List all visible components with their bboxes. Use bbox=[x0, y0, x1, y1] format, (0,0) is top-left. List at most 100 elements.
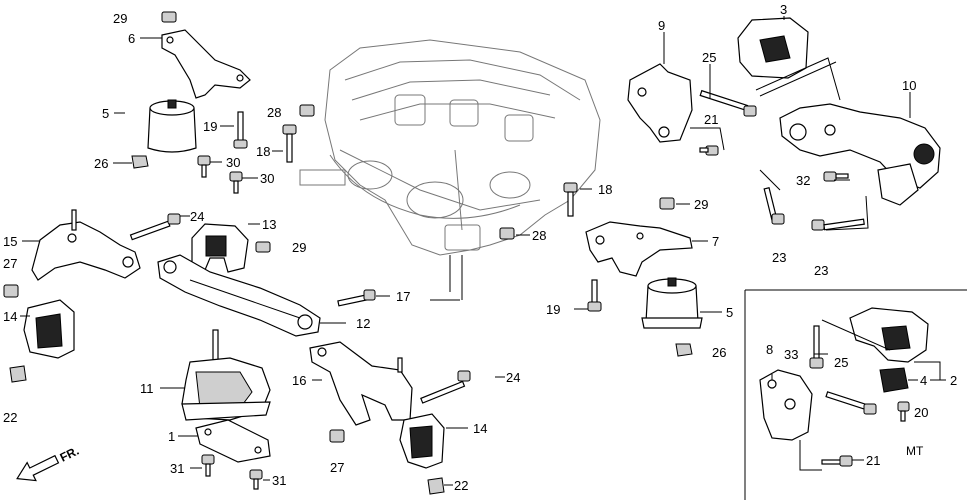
mt-label: MT bbox=[906, 444, 924, 458]
callout-18-left: 18 bbox=[256, 144, 270, 159]
mount-2 bbox=[849, 307, 929, 363]
bolt-30-a bbox=[197, 155, 211, 178]
mount-3 bbox=[737, 17, 809, 79]
callout-25-right: 25 bbox=[702, 50, 716, 65]
callout-25-mt: 25 bbox=[834, 355, 848, 370]
bolt-23-a bbox=[763, 187, 785, 225]
mount-bracket-16 bbox=[309, 341, 413, 426]
nut-28-right bbox=[499, 227, 515, 240]
callout-5-left: 5 bbox=[102, 106, 109, 121]
mount-13 bbox=[191, 223, 249, 273]
nut-26-left bbox=[131, 155, 149, 169]
callout-8: 8 bbox=[766, 342, 773, 357]
callout-6: 6 bbox=[128, 31, 135, 46]
callout-31-b: 31 bbox=[272, 473, 286, 488]
callout-30-b: 30 bbox=[260, 171, 274, 186]
nut-22-center bbox=[427, 477, 445, 495]
callout-5-right: 5 bbox=[726, 305, 733, 320]
callout-27-left: 27 bbox=[3, 256, 17, 271]
callout-24-left: 24 bbox=[190, 209, 204, 224]
callout-29-mid: 29 bbox=[292, 240, 306, 255]
bolt-21-mt bbox=[821, 455, 853, 467]
beam-12 bbox=[157, 254, 321, 337]
nut-22-left bbox=[9, 365, 27, 383]
engine-mount-5-left bbox=[147, 99, 197, 153]
callout-23-a: 23 bbox=[772, 250, 786, 265]
mount-bracket-8 bbox=[759, 369, 813, 441]
callout-14-center: 14 bbox=[473, 421, 487, 436]
leader-lines bbox=[20, 16, 946, 486]
callout-14-left: 14 bbox=[3, 309, 17, 324]
callout-20: 20 bbox=[914, 405, 928, 420]
front-arrow-icon: FR. bbox=[16, 444, 82, 482]
callout-26-right: 26 bbox=[712, 345, 726, 360]
bolt-18-left bbox=[282, 124, 297, 163]
nut-29-top bbox=[161, 11, 177, 23]
nut-26-right bbox=[675, 343, 693, 357]
dashed-guides-mt bbox=[799, 319, 941, 471]
mount-rubber-14-left bbox=[23, 299, 75, 359]
bolt-23-b bbox=[811, 218, 865, 231]
callout-28-left: 28 bbox=[267, 105, 281, 120]
callout-12: 12 bbox=[356, 316, 370, 331]
bolt-24-center bbox=[420, 370, 471, 404]
callout-13: 13 bbox=[262, 217, 276, 232]
bolt-19-right bbox=[587, 279, 602, 312]
callout-31-a: 31 bbox=[170, 461, 184, 476]
bolt-25-mt bbox=[825, 391, 877, 415]
callout-22-left: 22 bbox=[3, 410, 17, 425]
callout-27-center: 27 bbox=[330, 460, 344, 475]
callout-labels: 29 6 5 19 26 28 18 30 30 15 24 13 29 27 … bbox=[3, 2, 957, 493]
callout-21-mt: 21 bbox=[866, 453, 880, 468]
nut-27-center bbox=[329, 429, 345, 443]
callout-7: 7 bbox=[712, 234, 719, 249]
callout-10: 10 bbox=[902, 78, 916, 93]
callout-24-center: 24 bbox=[506, 370, 520, 385]
mount-rubber-14-center bbox=[399, 413, 445, 469]
engine-block bbox=[299, 39, 601, 256]
callout-29-top: 29 bbox=[113, 11, 127, 26]
callout-15: 15 bbox=[3, 234, 17, 249]
nut-28-left bbox=[299, 104, 315, 117]
bolt-31-a bbox=[201, 454, 215, 477]
nut-27-left bbox=[3, 284, 19, 298]
mount-bracket-7 bbox=[585, 221, 693, 277]
bolt-30-b bbox=[229, 171, 243, 194]
callout-9: 9 bbox=[658, 18, 665, 33]
bracket-1 bbox=[195, 419, 271, 463]
front-arrow-label: FR. bbox=[58, 444, 82, 465]
callout-11: 11 bbox=[140, 381, 154, 396]
bolt-20 bbox=[897, 401, 910, 422]
mount-11 bbox=[181, 329, 271, 421]
nut-29-mid bbox=[255, 241, 271, 253]
bolt-31-b bbox=[249, 469, 263, 490]
callout-29-right: 29 bbox=[694, 197, 708, 212]
callout-19-left: 19 bbox=[203, 119, 217, 134]
mount-bracket-9 bbox=[627, 63, 693, 143]
mount-bracket-15 bbox=[31, 209, 141, 281]
callout-33: 33 bbox=[784, 347, 798, 362]
callout-22-center: 22 bbox=[454, 478, 468, 493]
callout-30-a: 30 bbox=[226, 155, 240, 170]
bolt-18-right bbox=[563, 182, 578, 217]
callout-21-top: 21 bbox=[704, 112, 718, 127]
engine-mount-5-right bbox=[641, 277, 703, 329]
callout-2: 2 bbox=[950, 373, 957, 388]
bolt-21-top bbox=[699, 145, 719, 156]
mt-inset-frame bbox=[744, 289, 967, 500]
connector-rod bbox=[430, 255, 463, 301]
bolt-25-right bbox=[699, 89, 757, 117]
bolt-33 bbox=[809, 325, 824, 369]
callout-1: 1 bbox=[168, 429, 175, 444]
callout-28-right: 28 bbox=[532, 228, 546, 243]
callout-3: 3 bbox=[780, 2, 787, 17]
bracket-10 bbox=[779, 103, 941, 206]
bolt-17 bbox=[337, 289, 376, 307]
bolt-24-left bbox=[129, 213, 181, 241]
bolt-32 bbox=[823, 171, 849, 182]
callout-18-right: 18 bbox=[598, 182, 612, 197]
dashed-guides-right bbox=[690, 57, 869, 231]
callout-17: 17 bbox=[396, 289, 410, 304]
nut-29-right bbox=[659, 197, 675, 210]
